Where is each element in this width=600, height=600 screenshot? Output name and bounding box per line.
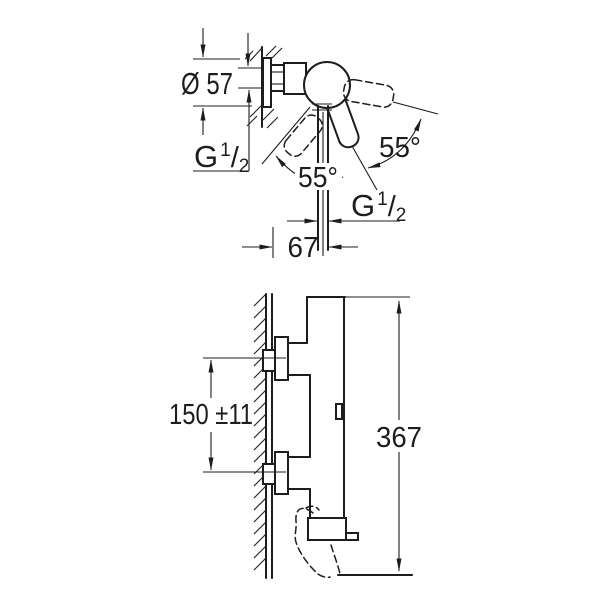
side-view: 150 ±11 367 — [169, 293, 422, 579]
connection-distance-label: 150 ±11 — [169, 399, 253, 431]
dim-connection-distance-150: 150 ±11 — [169, 357, 286, 473]
hand-shower-dashed — [294, 505, 341, 579]
hand-shower-holder — [307, 517, 359, 541]
wall-to-outlet-label: 67 — [288, 232, 319, 264]
label-backing — [295, 163, 342, 190]
lever-dashed-left — [283, 114, 323, 157]
escutcheon-top-view — [262, 57, 272, 108]
angle-dimension-right — [367, 101, 439, 169]
temperature-stop-clip — [335, 403, 343, 420]
lever-dashed-right — [342, 78, 395, 108]
swing-angle-right-label: 55° — [379, 132, 421, 164]
dim-overall-height-367: 367 — [345, 296, 422, 572]
wall-section-side — [253, 293, 273, 579]
body-connector-top-view — [283, 62, 307, 95]
wall-hatching-side — [253, 293, 267, 571]
overall-height-label: 367 — [376, 422, 422, 454]
swing-angle-left-label: 55° — [298, 162, 338, 194]
dim-diameter-57: Ø 57 — [181, 28, 252, 135]
lower-connection — [262, 451, 289, 495]
valve-body-circle — [303, 61, 351, 109]
diameter-label: Ø 57 — [181, 66, 233, 101]
dim-wall-to-outlet-67: 67 — [242, 227, 358, 264]
hex-nut-top-view — [270, 64, 285, 92]
thermostat-body-profile — [287, 296, 346, 519]
